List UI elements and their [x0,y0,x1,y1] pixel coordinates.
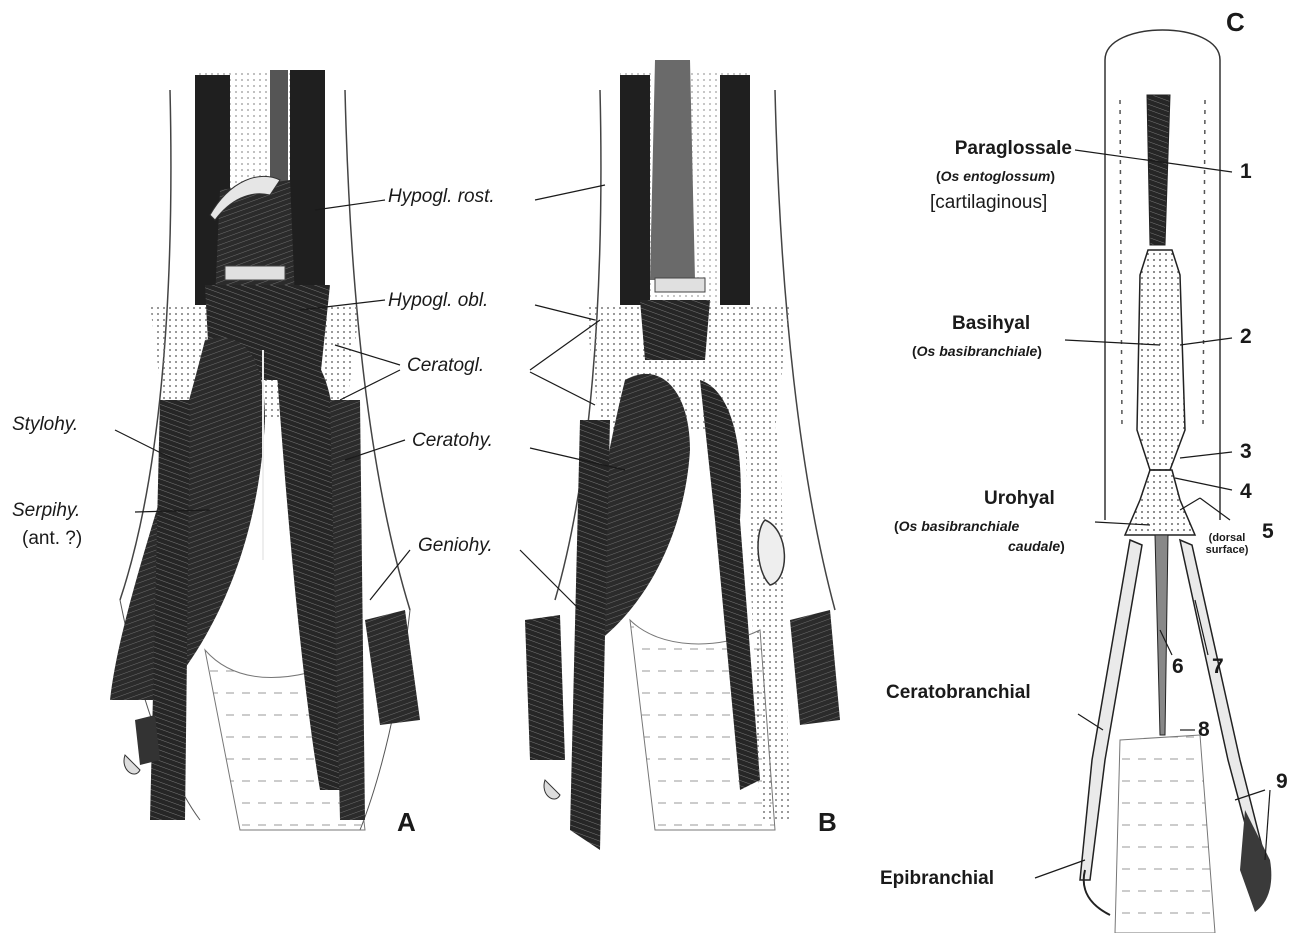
label-urohyal-latin-2-text: caudale [1008,538,1060,554]
label-ceratohy: Ceratohy. [412,430,493,452]
label-basihyal: Basihyal [952,313,1030,335]
label-cartilaginous: [cartilaginous] [930,192,1047,214]
panel-label-a: A [397,808,416,838]
label-paraglossale: Paraglossale [946,138,1072,160]
number-2: 2 [1240,325,1252,349]
number-6: 6 [1172,655,1184,679]
number-7: 7 [1212,655,1224,679]
label-epibranchial: Epibranchial [880,868,994,890]
label-hypogl-obl: Hypogl. obl. [388,290,488,312]
label-dorsal-surface: (dorsal surface) [1197,533,1257,556]
label-serpihy: Serpihy. [12,500,80,522]
label-basihyal-latin: (Os basibranchiale) [912,343,1042,359]
label-urohyal: Urohyal [984,488,1055,510]
label-dorsal-line-1: (dorsal [1197,533,1257,545]
panel-label-c: C [1226,8,1245,38]
label-hypogl-rost: Hypogl. rost. [388,186,495,208]
label-urohyal-latin-1-text: Os basibranchiale [899,518,1020,534]
panel-label-b: B [818,808,837,838]
label-urohyal-latin-2: caudale) [1008,538,1065,554]
label-stylohy: Stylohy. [12,414,78,436]
label-basihyal-latin-text: Os basibranchiale [917,343,1038,359]
label-serpihy-note: (ant. ?) [22,528,82,550]
label-ceratogl: Ceratogl. [407,355,484,377]
label-dorsal-line-2: surface) [1197,545,1257,557]
number-9: 9 [1276,770,1288,794]
label-geniohy: Geniohy. [418,535,493,557]
label-paraglossale-latin: (Os entoglossum) [936,168,1055,184]
number-8: 8 [1198,718,1210,742]
number-5: 5 [1262,520,1274,544]
label-urohyal-latin-1: (Os basibranchiale [894,518,1019,534]
number-3: 3 [1240,440,1252,464]
number-1: 1 [1240,160,1252,184]
panel-b-drawing [525,60,840,850]
label-paraglossale-latin-text: Os entoglossum [941,168,1051,184]
label-ceratobranchial: Ceratobranchial [886,682,1031,704]
number-4: 4 [1240,480,1252,504]
